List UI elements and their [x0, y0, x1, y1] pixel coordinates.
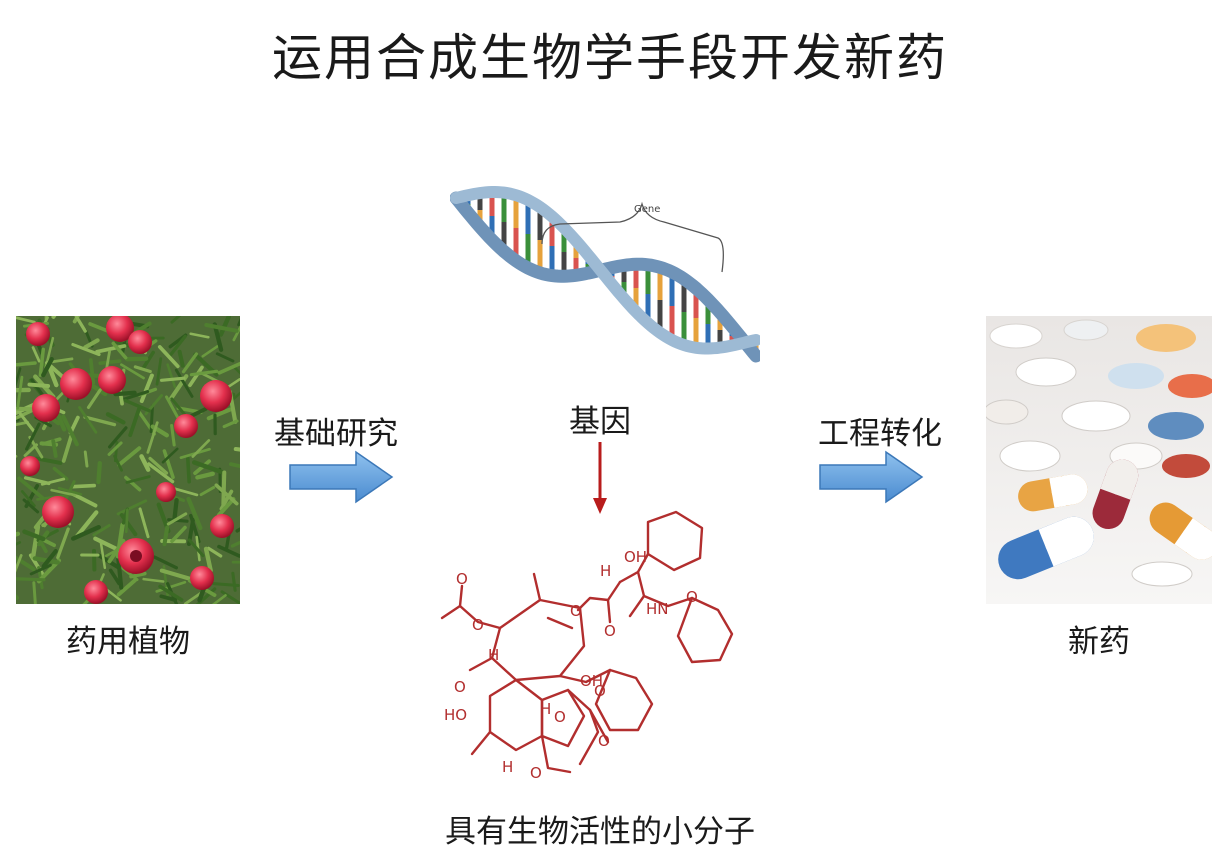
plant-label: 药用植物: [66, 624, 190, 660]
right-arrow-2: [818, 450, 924, 504]
atom-h-3: H: [540, 700, 551, 718]
atom-ho: HO: [444, 706, 467, 724]
atom-o-7: O: [594, 682, 606, 700]
diagram-title: 运用合成生物学手段开发新药: [272, 29, 948, 87]
engineering-label: 工程转化: [818, 416, 942, 452]
atom-hn: HN: [646, 600, 669, 618]
yew-plant-image: [16, 316, 240, 604]
atom-o-8: O: [554, 708, 566, 726]
atom-o-2: O: [570, 602, 582, 620]
atom-o-10: O: [530, 764, 542, 782]
atom-h-4: H: [502, 758, 513, 776]
gene-label: 基因: [569, 404, 631, 440]
atom-o-4: O: [456, 570, 468, 588]
atom-o-1: O: [604, 622, 616, 640]
atom-o-9: O: [598, 732, 610, 750]
atom-oh-2: OH: [580, 672, 603, 690]
atom-oh-1: OH: [624, 548, 647, 566]
right-arrow-1: [288, 450, 394, 504]
atom-h-1: H: [600, 562, 611, 580]
atom-h-2: H: [488, 646, 499, 664]
gene-tag: Gene: [634, 204, 660, 215]
atom-o-3: O: [686, 588, 698, 606]
atom-o-6: O: [454, 678, 466, 696]
dna-helix-image: Gene: [450, 168, 760, 386]
new-drug-label: 新药: [1068, 624, 1130, 660]
down-arrow: [590, 440, 610, 516]
paclitaxel-molecule: OH H HN O O O O OH O H O HO H O O O H O: [430, 510, 750, 790]
basic-research-label: 基础研究: [274, 416, 398, 452]
pills-image: [986, 316, 1212, 604]
molecule-label: 具有生物活性的小分子: [445, 814, 755, 850]
atom-o-5: O: [472, 616, 484, 634]
